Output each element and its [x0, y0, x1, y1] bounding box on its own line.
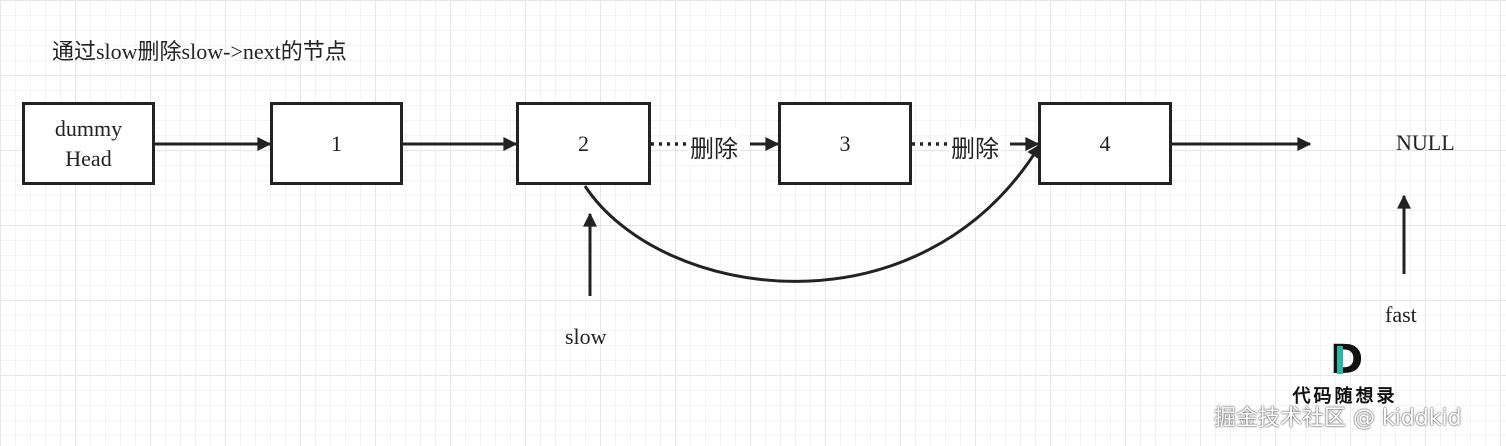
node-dummy-head: dummy Head [22, 102, 155, 185]
delete-label-2-to-3: 删除 [688, 129, 740, 164]
node-2: 2 [516, 102, 651, 185]
node-label: 2 [578, 130, 589, 156]
node-label: 3 [839, 130, 851, 156]
fast-pointer-label: fast [1385, 302, 1417, 327]
null-label: NULL [1396, 130, 1455, 155]
curve-2-to-4 [583, 143, 1042, 283]
logo: D 代码随想录 [1280, 338, 1410, 408]
node-1: 1 [270, 102, 403, 185]
node-label: dummy Head [54, 115, 123, 171]
node-3: 3 [778, 102, 912, 185]
logo-text: 代码随想录 [1292, 386, 1398, 407]
node-label: 1 [331, 130, 342, 156]
delete-label-3-to-4: 删除 [949, 129, 1001, 164]
slow-pointer-label: slow [565, 324, 607, 349]
node-4: 4 [1038, 102, 1172, 185]
logo-mark: D [1330, 337, 1364, 383]
watermark: 掘金技术社区 @ kiddkid [1214, 406, 1462, 431]
node-label: 4 [1099, 130, 1111, 156]
diagram-title: 通过slow删除slow->next的节点 [52, 39, 347, 64]
